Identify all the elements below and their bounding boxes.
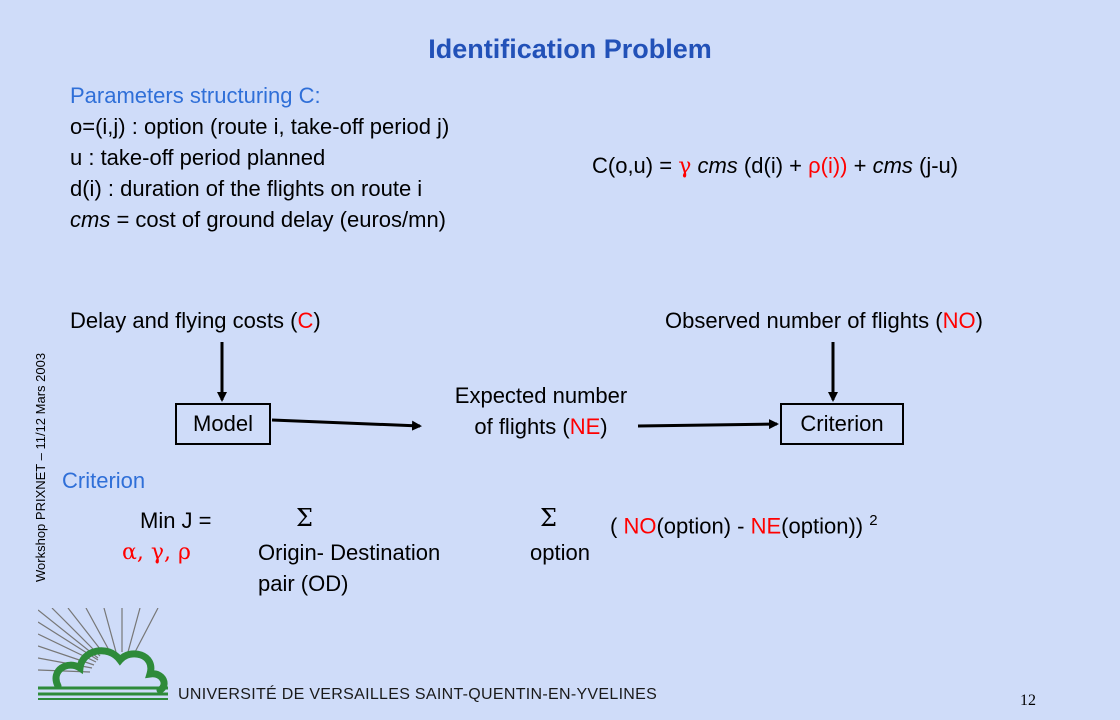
criterion-expression: ( NO(option) - NE(option)) 2 <box>610 505 878 541</box>
label-text: Delay and flying costs ( <box>70 308 298 333</box>
workshop-sidebar: Workshop PRIXNET – 11/12 Mars 2003 <box>33 352 48 582</box>
param-line: cms = cost of ground delay (euros/mn) <box>70 204 449 235</box>
label-text-end: ) <box>975 308 983 333</box>
delay-costs-label: Delay and flying costs (C) <box>70 305 321 336</box>
gamma-symbol: γ <box>678 154 692 179</box>
sigma-option: Σ <box>540 504 557 532</box>
min-j: Min J = <box>140 508 212 533</box>
formula-plus: + <box>847 153 873 178</box>
formula-cms: cms <box>691 153 738 178</box>
page-number: 12 <box>1020 692 1036 709</box>
expected-text-end: ) <box>600 414 608 439</box>
formula-cms-2: cms <box>872 153 913 178</box>
greek-parameters: α, γ, ρ <box>122 540 191 565</box>
param-line: o=(i,j) : option (route i, take-off peri… <box>70 114 450 139</box>
expr-no: NO <box>623 513 657 539</box>
exponent: 2 <box>869 512 878 529</box>
od-line-1: Origin- Destination <box>258 540 441 565</box>
cms-definition: = cost of ground delay (euros/mn) <box>110 207 446 232</box>
formula-lhs: C(o,u) = <box>592 153 679 178</box>
parameters-heading: Parameters structuring C: <box>70 83 321 108</box>
cost-formula: C(o,u) = γ cms (d(i) + ρ(i)) + cms (j-u) <box>592 150 958 182</box>
observed-flights-label: Observed number of flights (NO) <box>665 305 983 336</box>
expr-mid: (option) - <box>656 513 751 539</box>
cms-term: cms <box>70 207 111 232</box>
slide-title: Identification Problem <box>428 34 712 64</box>
arrow-expected-to-criterion <box>637 419 779 430</box>
label-c: C <box>297 308 314 333</box>
label-text-end: ) <box>313 308 321 333</box>
expected-ne: NE <box>569 414 601 439</box>
param-line: d(i) : duration of the flights on route … <box>70 176 423 201</box>
expected-line-1: Expected number <box>454 383 628 408</box>
expected-flights-label: Expected number of flights (NE) <box>430 380 652 442</box>
sigma-od: Σ <box>296 504 313 532</box>
label-text: Observed number of flights ( <box>665 308 943 333</box>
parameters-block: Parameters structuring C: o=(i,j) : opti… <box>70 80 449 235</box>
od-label: Origin- Destination pair (OD) <box>258 537 440 599</box>
option-label: option <box>530 540 590 565</box>
university-logo-icon <box>38 608 168 700</box>
expected-text: of flights ( <box>474 414 570 439</box>
expr-open: ( <box>610 513 624 539</box>
university-name: UNIVERSITÉ DE VERSAILLES SAINT-QUENTIN-E… <box>178 686 658 703</box>
label-no: NO <box>942 308 976 333</box>
expr-ne: NE <box>750 513 782 539</box>
criterion-box: Criterion <box>780 403 904 445</box>
criterion-heading: Criterion <box>62 468 146 493</box>
expr-close: (option)) <box>781 513 870 539</box>
model-box: Model <box>175 403 271 445</box>
rho-term: ρ(i)) <box>808 153 848 178</box>
formula-mid: (d(i) + <box>737 153 809 178</box>
expected-line-2: of flights (NE) <box>430 411 652 442</box>
param-line: u : take-off period planned <box>70 145 326 170</box>
formula-tail: (j-u) <box>912 153 959 178</box>
od-line-2: pair (OD) <box>258 571 349 596</box>
arrow-model-to-expected <box>271 418 422 431</box>
